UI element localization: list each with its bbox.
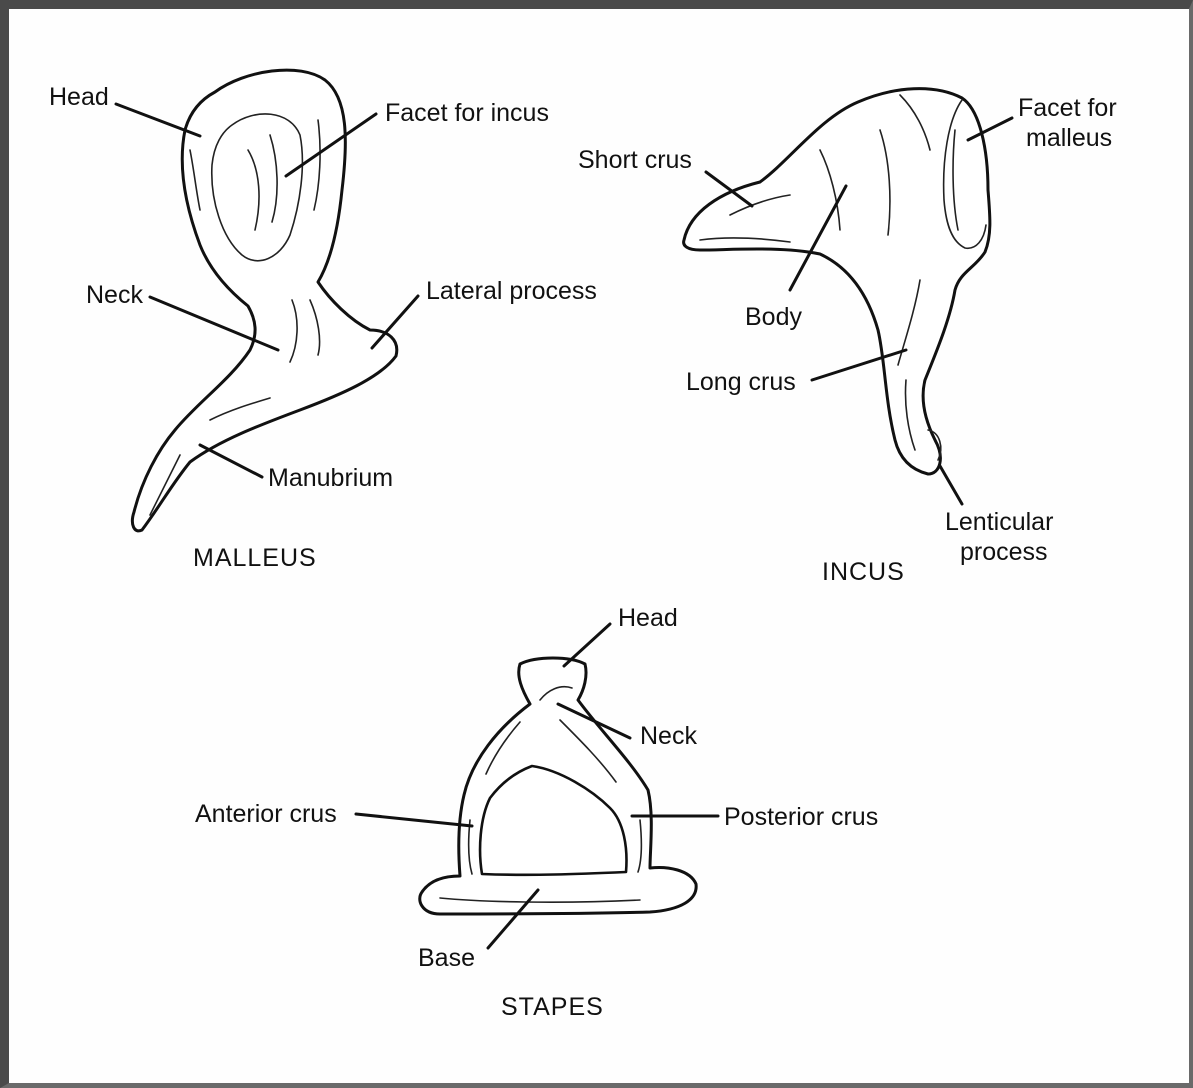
label-incus-facet-line2: malleus: [1026, 124, 1112, 152]
leader-stapes-anterior: [356, 814, 472, 826]
label-incus-short-crus: Short crus: [578, 146, 692, 174]
malleus-drawing: [132, 70, 396, 531]
title-malleus: MALLEUS: [193, 544, 317, 572]
leader-stapes-head: [564, 624, 610, 666]
label-incus-lenticular-line1: Lenticular: [945, 508, 1053, 536]
label-malleus-manubrium: Manubrium: [268, 464, 393, 492]
malleus-bone: [132, 70, 396, 531]
label-incus-body: Body: [745, 303, 802, 331]
stapes-drawing: [420, 658, 696, 914]
label-malleus-facet-for-incus: Facet for incus: [385, 99, 549, 127]
incus-drawing: [684, 89, 990, 474]
incus-bone: [684, 89, 990, 474]
label-incus-long-crus: Long crus: [686, 368, 796, 396]
label-malleus-lateral-process: Lateral process: [426, 277, 597, 305]
title-incus: INCUS: [822, 558, 905, 586]
label-stapes-neck: Neck: [640, 722, 697, 750]
title-stapes: STAPES: [501, 993, 604, 1021]
label-incus-facet-line1: Facet for: [1018, 94, 1117, 122]
leader-malleus-manubrium: [200, 445, 262, 477]
label-stapes-anterior-crus: Anterior crus: [195, 800, 337, 828]
label-stapes-posterior-crus: Posterior crus: [724, 803, 878, 831]
label-incus-lenticular-line2: process: [960, 538, 1048, 566]
label-stapes-base: Base: [418, 944, 475, 972]
label-stapes-head: Head: [618, 604, 678, 632]
label-malleus-neck: Neck: [86, 281, 143, 309]
leader-incus-lenticular: [940, 466, 962, 504]
label-malleus-head: Head: [49, 83, 109, 111]
